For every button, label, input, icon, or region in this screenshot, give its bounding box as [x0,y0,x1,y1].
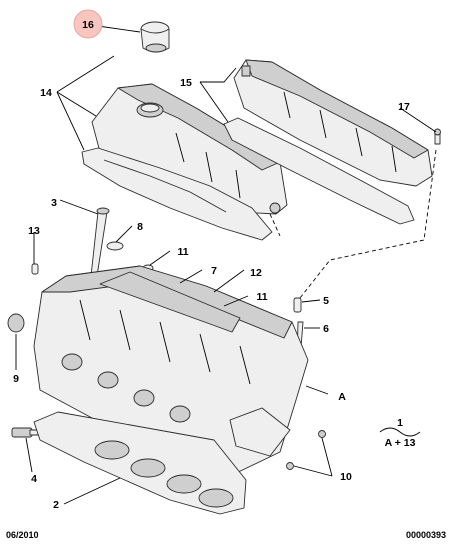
callout-6: 6 [323,323,329,335]
callout-17: 17 [398,101,410,113]
dowel-13 [31,263,39,275]
plug-9 [7,313,25,333]
valve-cover-gasket-left [81,147,273,241]
valve-cover-right [233,59,433,187]
oil-filler-cap [140,21,170,53]
callout-A: A [338,391,346,403]
brace-tilde [379,427,421,437]
valve-cover-left [91,83,288,215]
callout-1: 1 [397,417,403,429]
callout-7: 7 [211,265,217,277]
sensor-4 [11,427,39,438]
head-gasket [33,411,247,515]
leader-lines [15,25,437,505]
dowel-5 [293,297,302,313]
screw-17 [434,128,441,145]
callout-15: 15 [180,77,192,89]
cylinder-head-block [33,265,309,477]
callout-labels: 16 14 15 17 3 8 13 11 7 12 11 5 6 9 A 1 … [13,19,415,511]
cylinder-head-bolt [90,207,110,277]
callout-10: 10 [340,471,352,483]
footer-reference: 00000393 [405,530,446,540]
callout-11-bottom: 11 [256,291,267,303]
callout-5: 5 [323,295,329,307]
footer-date: 06/2010 [6,530,39,540]
callout-13: 13 [28,225,40,237]
valve-cover-gasket-right [223,117,415,225]
callout-3: 3 [51,197,57,209]
callout-11-top: 11 [177,246,188,258]
callout-4: 4 [31,473,37,485]
formula-label: A + 13 [385,437,416,449]
plugs-10 [286,430,326,470]
callout-12: 12 [250,267,262,279]
callout-8: 8 [137,221,143,233]
callout-2: 2 [53,499,59,511]
seal-ring-8 [106,241,124,251]
callout-14: 14 [40,87,52,99]
callout-9: 9 [13,373,19,385]
callout-16-highlight [73,9,103,39]
callout-16: 16 [82,19,94,31]
